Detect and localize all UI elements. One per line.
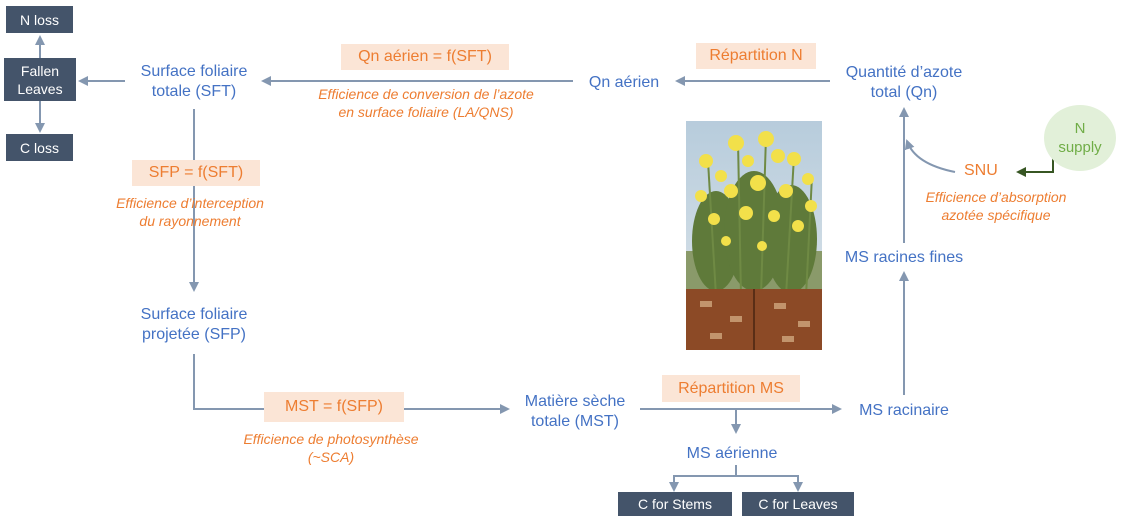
- c-for-stems-box: C for Stems: [618, 492, 732, 516]
- node-sft-line1: Surface foliaire: [140, 63, 248, 80]
- node-matiere-seche-totale: Matière sèche totale (MST): [525, 392, 626, 432]
- c-for-leaves-box: C for Leaves: [742, 492, 854, 516]
- arrow-aerienne-to-leaves: [735, 465, 803, 492]
- note-absorption-line2: azotée spécifique: [941, 207, 1051, 223]
- node-surface-foliaire-projetee: Surface foliaire projetée (SFP): [141, 305, 248, 345]
- node-mst-line2: totale (MST): [530, 413, 619, 430]
- c-loss-box: C loss: [6, 134, 73, 161]
- arrow-aerienne-to-stems: [669, 465, 737, 492]
- arrow-snu-to-qn: [904, 139, 956, 173]
- node-surface-foliaire-totale: Surface foliaire totale (SFT): [141, 62, 248, 102]
- note-efficience-interception: Efficience d’interception du rayonnement: [116, 194, 264, 230]
- note-efficience-conversion: Efficience de conversion de l’azote en s…: [318, 85, 534, 121]
- node-sft-line2: totale (SFT): [151, 83, 237, 100]
- note-interception-line2: du rayonnement: [139, 213, 241, 229]
- note-absorption-line1: Efficience d’absorption: [925, 189, 1067, 205]
- rapeseed-plant-photo: [686, 121, 822, 350]
- note-photosynthese-line1: Efficience de photosynthèse: [243, 431, 419, 447]
- node-qn-line2: total (Qn): [870, 84, 938, 101]
- node-sfp-line1: Surface foliaire: [140, 306, 248, 323]
- note-photosynthese-line2: (~SCA): [307, 449, 355, 465]
- arrow-supply-to-snu: [1016, 156, 1054, 177]
- node-ms-racines-fines: MS racines fines: [844, 249, 964, 266]
- function-repartition-n: Répartition N: [696, 43, 816, 69]
- n-loss-box: N loss: [6, 6, 73, 33]
- note-conversion-line1: Efficience de conversion de l’azote: [318, 86, 534, 102]
- note-efficience-absorption: Efficience d’absorption azotée spécifiqu…: [926, 188, 1067, 224]
- node-ms-aerienne: MS aérienne: [686, 445, 778, 462]
- node-qn-line1: Quantité d’azote: [845, 64, 963, 81]
- function-mst: MST = f(SFP): [264, 392, 404, 422]
- n-supply-circle: N supply: [1044, 105, 1116, 171]
- node-qn-aerien: Qn aérien: [588, 74, 660, 91]
- node-quantite-azote: Quantité d’azote total (Qn): [846, 63, 963, 103]
- function-repartition-ms: Répartition MS: [662, 375, 800, 402]
- snu-label: SNU: [964, 162, 998, 179]
- node-ms-racinaire: MS racinaire: [859, 402, 949, 419]
- function-qn-aerien: Qn aérien = f(SFT): [341, 44, 509, 70]
- function-sfp: SFP = f(SFT): [132, 160, 260, 186]
- node-mst-line1: Matière sèche: [524, 393, 626, 410]
- note-interception-line1: Efficience d’interception: [116, 195, 264, 211]
- fallen-leaves-box: Fallen Leaves: [4, 58, 76, 101]
- note-conversion-line2: en surface foliaire (LA/QNS): [338, 104, 514, 120]
- note-efficience-photosynthese: Efficience de photosynthèse (~SCA): [243, 430, 418, 466]
- node-sfp-line2: projetée (SFP): [141, 326, 247, 343]
